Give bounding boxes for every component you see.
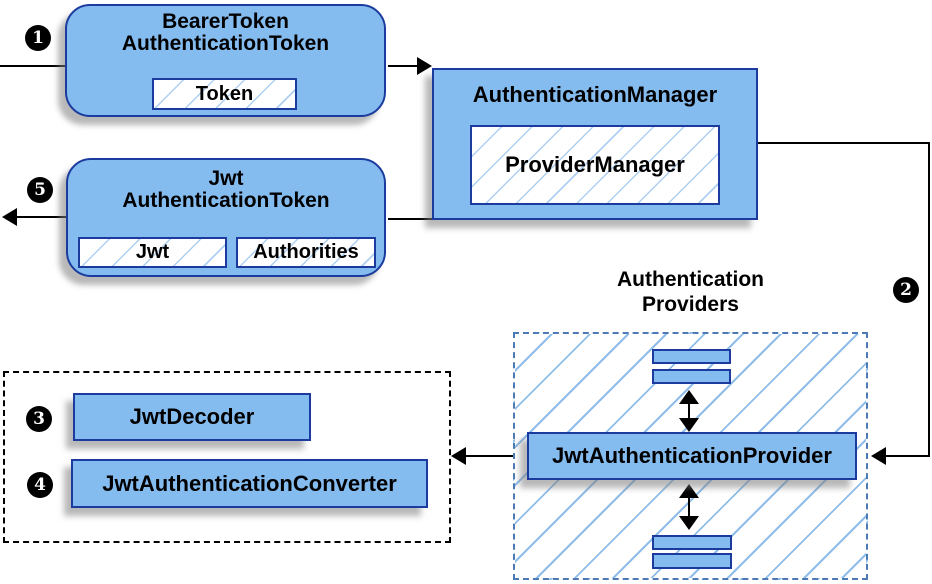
provider-stack-bottom-up-arrowhead-icon xyxy=(679,484,699,498)
jwt-outgoing-line xyxy=(14,216,66,218)
manager-to-provider-arrowhead-icon xyxy=(871,447,886,465)
jwt-authenticationtoken-box: Jwt AuthenticationToken Jwt Authorities xyxy=(66,158,386,277)
bearer-to-manager-line xyxy=(388,65,419,67)
bearertoken-authenticationtoken-box: BearerToken AuthenticationToken Token xyxy=(65,4,386,117)
jwt-chip-label: Jwt xyxy=(135,241,170,263)
jwtdecoder-box: JwtDecoder xyxy=(73,393,311,441)
manager-to-jwt-line xyxy=(388,218,433,220)
jwt-outgoing-arrowhead-icon xyxy=(2,208,17,226)
jwtdecoder-label: JwtDecoder xyxy=(129,404,255,429)
jwt-token-title: Jwt AuthenticationToken xyxy=(68,160,384,212)
step-3-number: 3 xyxy=(33,409,45,429)
helpers-dashed-group xyxy=(3,371,451,543)
authorities-chip: Authorities xyxy=(236,237,376,268)
bearertoken-title-line1: BearerToken xyxy=(162,10,289,33)
token-chip: Token xyxy=(152,78,297,110)
bearer-to-manager-arrowhead-icon xyxy=(417,57,432,75)
provider-stack-top-link-line xyxy=(688,402,690,420)
authorities-chip-label: Authorities xyxy=(253,241,359,263)
bearertoken-title-line2: AuthenticationToken xyxy=(121,32,330,55)
step-1-number: 1 xyxy=(32,28,44,48)
step-2-number: 2 xyxy=(900,280,912,300)
token-chip-label: Token xyxy=(195,82,254,105)
authentication-providers-title: Authentication Providers xyxy=(513,267,868,317)
jwtauthenticationconverter-label: JwtAuthenticationConverter xyxy=(102,470,397,496)
provider-stack-top-bar-1 xyxy=(652,349,731,364)
manager-to-provider-line-vertical xyxy=(928,142,930,457)
step-5-number: 5 xyxy=(34,180,46,200)
step-4-number: 4 xyxy=(34,475,46,495)
provider-stack-top-bar-2 xyxy=(652,369,731,384)
providermanager-chip-label: ProviderManager xyxy=(505,152,685,177)
jwtauthenticationprovider-box: JwtAuthenticationProvider xyxy=(527,432,857,480)
jwt-token-title-line1: Jwt xyxy=(208,167,244,190)
step-2-badge: 2 xyxy=(893,277,919,303)
step-5-badge: 5 xyxy=(27,177,53,203)
provider-stack-bottom-down-arrowhead-icon xyxy=(679,516,699,530)
manager-to-provider-line-bottom xyxy=(886,455,930,457)
provider-stack-top-down-arrowhead-icon xyxy=(679,418,699,432)
authentication-providers-title-line2: Providers xyxy=(642,293,739,316)
providermanager-chip: ProviderManager xyxy=(470,125,720,205)
bearertoken-title: BearerToken AuthenticationToken xyxy=(67,6,384,55)
jwt-chip: Jwt xyxy=(78,237,227,268)
authenticationmanager-box: AuthenticationManager ProviderManager xyxy=(432,68,758,220)
jwtauthenticationprovider-label: JwtAuthenticationProvider xyxy=(552,443,832,468)
jwt-token-title-line2: AuthenticationToken xyxy=(122,189,330,212)
authenticationmanager-title: AuthenticationManager xyxy=(472,82,718,107)
provider-stack-bottom-bar-2 xyxy=(652,553,732,569)
provider-stack-bottom-bar-1 xyxy=(652,535,732,550)
jwtauthenticationconverter-box: JwtAuthenticationConverter xyxy=(71,459,428,508)
step-4-badge: 4 xyxy=(27,472,53,498)
step-3-badge: 3 xyxy=(26,406,52,432)
provider-stack-top-up-arrowhead-icon xyxy=(679,390,699,404)
incoming-request-line xyxy=(0,65,66,67)
authentication-providers-title-line1: Authentication xyxy=(617,268,764,291)
provider-to-helpers-arrowhead-icon xyxy=(451,447,466,465)
step-1-badge: 1 xyxy=(25,25,51,51)
manager-to-provider-line-top xyxy=(758,142,930,144)
provider-stack-bottom-link-line xyxy=(688,496,690,518)
provider-to-helpers-line xyxy=(466,455,527,457)
